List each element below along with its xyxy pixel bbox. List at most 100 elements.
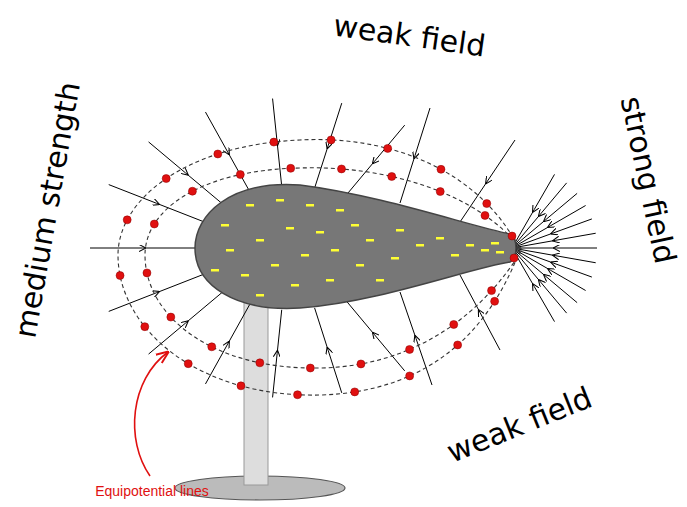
equipotential-point xyxy=(141,323,149,331)
equipotential-point xyxy=(184,360,192,368)
equipotential-point xyxy=(488,287,496,295)
negative-charge xyxy=(256,294,264,297)
equipotential-point xyxy=(270,138,278,146)
field-line xyxy=(515,251,567,313)
equipotential-point xyxy=(150,220,158,228)
negative-charge xyxy=(306,204,314,207)
equipotential-point xyxy=(256,359,264,367)
equipotential-label: Equipotential lines xyxy=(95,484,209,498)
negative-charge xyxy=(466,244,474,247)
field-line xyxy=(516,248,597,249)
field-line xyxy=(516,233,596,247)
negative-charge xyxy=(366,239,374,242)
field-line xyxy=(515,251,577,303)
field-line xyxy=(109,274,204,311)
negative-charge xyxy=(241,274,249,277)
field-line xyxy=(400,108,430,203)
equipotential-point xyxy=(214,150,222,158)
negative-charge xyxy=(256,239,264,242)
negative-charge xyxy=(491,242,499,245)
field-line xyxy=(315,308,342,393)
field-strength-label: weak field xyxy=(443,382,596,467)
equipotential-point xyxy=(508,232,516,240)
negative-charge xyxy=(221,224,229,227)
negative-charge xyxy=(301,254,309,257)
pointer-arrow xyxy=(135,352,168,476)
equipotential-point xyxy=(143,269,151,277)
field-line xyxy=(516,249,592,277)
field-strength-label: medium strength xyxy=(11,80,86,340)
equipotential-point xyxy=(491,297,499,305)
equipotential-points xyxy=(116,136,518,399)
field-line xyxy=(344,299,404,371)
negative-charges xyxy=(211,199,504,297)
charged-conductor xyxy=(195,185,516,309)
equipotential-point xyxy=(236,171,244,179)
equipotential-point xyxy=(450,320,458,328)
field-line xyxy=(344,125,404,197)
equipotential-point xyxy=(167,313,175,321)
equipotential-point xyxy=(357,360,365,368)
equipotential-point xyxy=(294,391,302,399)
negative-charge xyxy=(416,244,424,247)
equipotential-point xyxy=(162,175,170,183)
negative-charge xyxy=(246,204,254,207)
field-line xyxy=(273,310,282,398)
equipotential-line xyxy=(118,140,520,396)
equipotential-point xyxy=(454,341,462,349)
insulating-stand xyxy=(175,290,345,500)
equipotential-point xyxy=(406,345,414,353)
equipotential-point xyxy=(481,211,489,219)
field-line xyxy=(460,275,500,350)
negative-charge xyxy=(376,279,384,282)
equipotential-point xyxy=(437,165,445,173)
equipotential-point xyxy=(351,388,359,396)
equipotential-point xyxy=(384,144,392,152)
negative-charge xyxy=(326,279,334,282)
field-line xyxy=(460,140,515,222)
equipotential-point xyxy=(406,372,414,380)
negative-charge xyxy=(336,209,344,212)
field-line xyxy=(516,219,592,247)
equipotential-point xyxy=(287,164,295,172)
field-line xyxy=(149,142,223,204)
negative-charge xyxy=(451,254,459,257)
equipotential-point xyxy=(237,382,245,390)
field-line xyxy=(90,248,195,249)
field-line xyxy=(109,185,204,222)
field-strength-label: strong field xyxy=(616,94,681,266)
negative-charge xyxy=(436,237,444,240)
field-line xyxy=(514,174,555,244)
negative-charge xyxy=(396,229,404,232)
field-line xyxy=(149,292,223,354)
field-line xyxy=(516,249,596,263)
negative-charge xyxy=(331,249,339,252)
field-line xyxy=(205,304,249,384)
negative-charge xyxy=(226,249,234,252)
field-line xyxy=(400,292,432,385)
negative-charge xyxy=(276,199,284,202)
negative-charge xyxy=(351,224,359,227)
field-line xyxy=(315,103,342,188)
negative-charge xyxy=(316,231,324,234)
equipotential-point xyxy=(337,165,345,173)
equipotential-point xyxy=(208,343,216,351)
negative-charge xyxy=(481,249,489,252)
negative-charge xyxy=(496,251,504,254)
negative-charge xyxy=(271,264,279,267)
negative-charge xyxy=(211,269,219,272)
equipotential-point xyxy=(483,200,491,208)
negative-charge xyxy=(291,284,299,287)
equipotential-point xyxy=(436,188,444,196)
field-line xyxy=(515,183,567,245)
negative-charge xyxy=(391,257,399,260)
field-line xyxy=(515,250,585,291)
field-line xyxy=(514,251,555,321)
equipotential-point xyxy=(188,187,196,195)
equipotential-point xyxy=(510,254,518,262)
equipotential-point xyxy=(116,272,124,280)
negative-charge xyxy=(356,264,364,267)
field-line xyxy=(515,193,577,245)
